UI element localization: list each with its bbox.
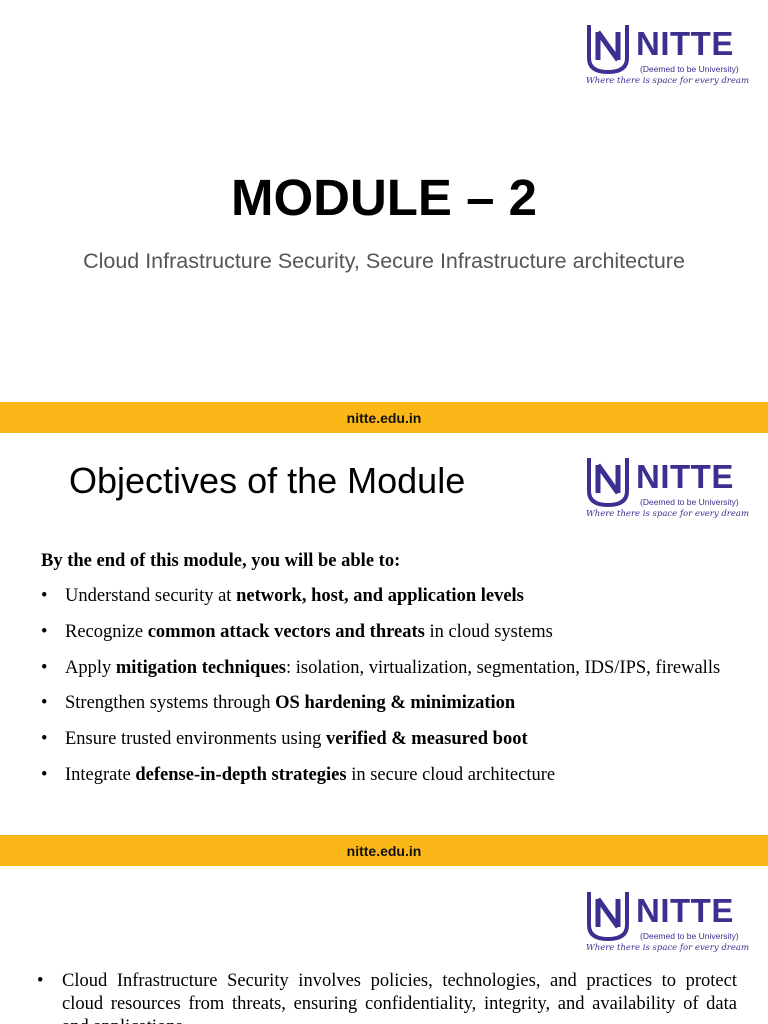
logo-deemed-text: (Deemed to be University) xyxy=(640,497,739,507)
footer-bar: nitte.edu.in xyxy=(0,835,768,866)
nitte-emblem-icon xyxy=(587,25,629,74)
bullet: • xyxy=(41,764,48,785)
objectives-intro: By the end of this module, you will be a… xyxy=(41,551,401,571)
bullet: • xyxy=(41,693,48,714)
objective-item: •Integrate defense-in-depth strategies i… xyxy=(41,764,556,785)
footer-url: nitte.edu.in xyxy=(346,842,422,859)
bullet: • xyxy=(41,586,48,606)
bullet: • xyxy=(41,621,48,642)
logo-deemed-text: (Deemed to be University) xyxy=(640,64,739,74)
slide-cloud-security: NITTE (Deemed to be University) Where th… xyxy=(0,866,768,1024)
logo-tagline: Where there is space for every dream xyxy=(586,76,750,86)
bullet: • xyxy=(41,657,48,678)
list-item: • Cloud Infrastructure Security involves … xyxy=(37,970,737,1024)
cloud-security-list: • Cloud Infrastructure Security involves … xyxy=(37,970,737,1024)
slide-objectives: Objectives of the Module NITTE (Deemed t… xyxy=(0,433,768,835)
nitte-logo: NITTE (Deemed to be University) Where th… xyxy=(584,889,749,959)
objective-item: •Ensure trusted environments using verif… xyxy=(41,729,528,750)
objective-item: •Recognize common attack vectors and thr… xyxy=(41,621,553,642)
cloud-security-definition: Cloud Infrastructure Security involves p… xyxy=(62,971,737,1024)
objective-item: •Apply mitigation techniques: isolation,… xyxy=(41,657,721,678)
objective-item: •Understand security at network, host, a… xyxy=(41,586,524,606)
objectives-list: •Understand security at network, host, a… xyxy=(41,585,761,800)
logo-brand-name: NITTE xyxy=(636,458,734,495)
bullet: • xyxy=(37,971,44,991)
logo-tagline: Where there is space for every dream xyxy=(586,509,750,519)
nitte-logo: NITTE (Deemed to be University) Where th… xyxy=(584,455,749,525)
bullet: • xyxy=(41,729,48,750)
nitte-logo: NITTE (Deemed to be University) Where th… xyxy=(584,22,749,92)
module-title: MODULE – 2 xyxy=(230,169,538,226)
footer-url: nitte.edu.in xyxy=(346,409,422,426)
logo-brand-name: NITTE xyxy=(636,892,734,929)
footer-bar: nitte.edu.in xyxy=(0,402,768,433)
module-subtitle: Cloud Infrastructure Security, Secure In… xyxy=(83,249,685,273)
logo-brand-name: NITTE xyxy=(636,25,734,62)
nitte-emblem-icon xyxy=(587,458,629,507)
nitte-emblem-icon xyxy=(587,892,629,941)
slide-module-title: NITTE (Deemed to be University) Where th… xyxy=(0,0,768,402)
logo-tagline: Where there is space for every dream xyxy=(586,943,750,953)
objectives-title: Objectives of the Module xyxy=(69,460,466,501)
objective-item: •Strengthen systems through OS hardening… xyxy=(41,693,516,714)
logo-deemed-text: (Deemed to be University) xyxy=(640,931,739,941)
